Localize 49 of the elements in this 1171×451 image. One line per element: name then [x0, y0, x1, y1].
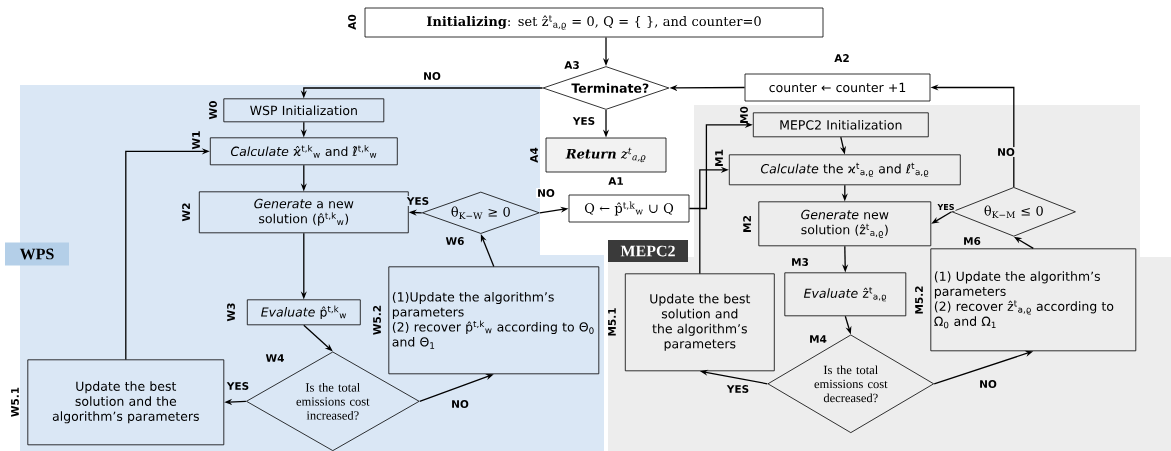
step-label: M5.2 [915, 286, 923, 314]
step-label: M3 [792, 258, 809, 266]
process-box: Initializing: set ẑ$^{t}$$_{a,ϱ}$ = 0, Q = { }, and counter=0 [364, 7, 824, 38]
node-label: (2) recover ẑ$^{t}$$_{a,ϱ}$ according to Ω$_{0}$ and Ω$_{1}$ [934, 300, 1114, 329]
process-box: (1)Update the algorithm’s parameters (2) recover p̂$^{t,k}$$_{w}$ according to Θ$_{0}$ and Θ$_{1}$ [388, 266, 600, 375]
process-box: Update the best solution and the algorithm’s parameters [27, 359, 225, 446]
edge-label: NO [978, 379, 998, 389]
process-box: Evaluate ẑ$^{t}$a,ϱ [784, 272, 907, 317]
edge-label: NO [996, 147, 1016, 157]
edge-label: NO [422, 71, 442, 81]
step-label: A4 [530, 147, 538, 163]
edge-label: NO [536, 188, 556, 198]
step-label: M2 [743, 216, 751, 232]
region-title: MEPC2 [608, 240, 688, 262]
process-box: Evaluate p̂$^{t,k}$w [246, 299, 361, 326]
edge-label: YES [571, 116, 597, 126]
step-label: W4 [265, 354, 284, 362]
step-label: A0 [348, 14, 356, 30]
step-label: W2 [182, 203, 190, 222]
edge-label: YES [225, 381, 251, 391]
step-label: M4 [810, 335, 827, 343]
process-box: MEPC2 Initialization [752, 112, 929, 138]
step-label: W3 [227, 303, 235, 322]
step-label: M6 [964, 237, 981, 245]
process-box: Generate new solution (ẑ$^{t}$$_{a,ϱ}$) [758, 201, 932, 247]
step-label: M5.1 [608, 308, 616, 336]
edge-label: YES [936, 203, 956, 212]
node-label: (2) recover p̂$^{t,k}$$_{w}$ according to Θ$_{0}$ and Θ$_{1}$ [392, 320, 594, 349]
process-box: WSP Initialization [223, 98, 385, 123]
step-label: W5.2 [373, 305, 381, 335]
process-box: Update the best solution and the algorithm’s parameters [624, 273, 775, 372]
step-label: W0 [209, 101, 217, 120]
step-label: W6 [445, 237, 464, 245]
process-box: Calculate ϰ̂$^{t,k}$$_{w}$ and ℓ̂$^{t,k}$w [209, 137, 398, 166]
edge-label: YES [725, 384, 751, 394]
step-label: M1 [715, 149, 723, 166]
step-label: W5.1 [11, 387, 19, 417]
process-box: counter ← counter +1 [744, 73, 931, 102]
region-title: WPS [5, 242, 69, 266]
process-box: Q ← p̂$^{t,k}$$_{w}$ ∪ Q [568, 194, 690, 223]
step-label: A1 [608, 177, 623, 185]
step-label: M0 [740, 106, 748, 123]
step-label: W1 [192, 131, 200, 150]
process-box: Calculate the ϰ$^{t}$$_{a,ϱ}$ and ℓ$^{t}$a,ϱ [728, 154, 961, 186]
edge-label: YES [405, 196, 431, 206]
edge-label: NO [450, 399, 470, 409]
step-label: A2 [834, 54, 849, 62]
process-box: (1) Update the algorithm’s parameters (2) recover ẑ$^{t}$$_{a,ϱ}$ according to Ω$_{0}$ and Ω$_{1}$ [930, 248, 1137, 352]
process-box: Return z$^{t}$a,ϱ [545, 137, 667, 173]
